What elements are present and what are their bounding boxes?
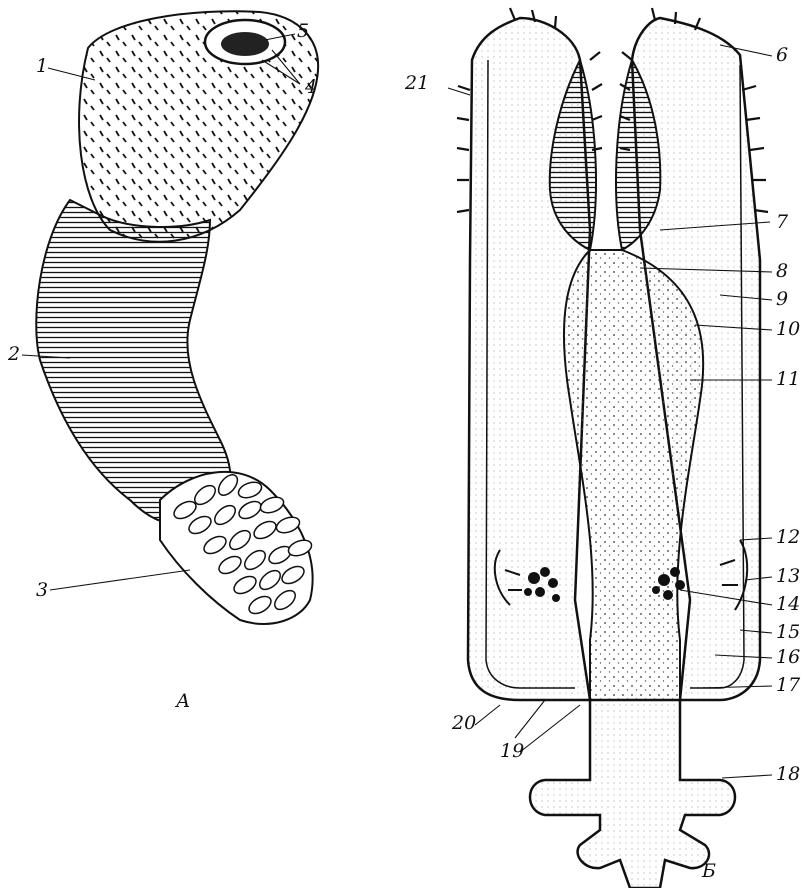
label-a-4: 4: [305, 78, 317, 97]
label-a-3: 3: [36, 581, 48, 600]
gut: [564, 250, 703, 700]
label-b-18: 18: [776, 765, 800, 784]
figure-b-section: [448, 8, 772, 888]
label-b-10: 10: [776, 320, 800, 339]
panel-label-b: Б: [702, 862, 716, 881]
label-b-11: 11: [776, 370, 800, 389]
label-b-9: 9: [776, 290, 788, 309]
label-b-14: 14: [776, 595, 800, 614]
label-b-7: 7: [776, 213, 788, 232]
label-b-13: 13: [776, 567, 800, 586]
label-b-21: 21: [405, 74, 429, 93]
label-b-16: 16: [776, 648, 800, 667]
label-b-6: 6: [776, 46, 788, 65]
caudal-appendage: [160, 471, 314, 624]
figure-a-worm: [22, 11, 318, 624]
label-a-1: 1: [36, 57, 48, 76]
label-b-19: 19: [500, 742, 524, 761]
label-b-12: 12: [776, 528, 800, 547]
label-a-5: 5: [297, 22, 309, 41]
label-b-20: 20: [452, 714, 476, 733]
label-a-2: 2: [8, 345, 20, 364]
label-b-17: 17: [776, 676, 800, 695]
label-b-15: 15: [776, 623, 800, 642]
panel-label-a: А: [176, 692, 190, 711]
label-b-8: 8: [776, 262, 788, 281]
